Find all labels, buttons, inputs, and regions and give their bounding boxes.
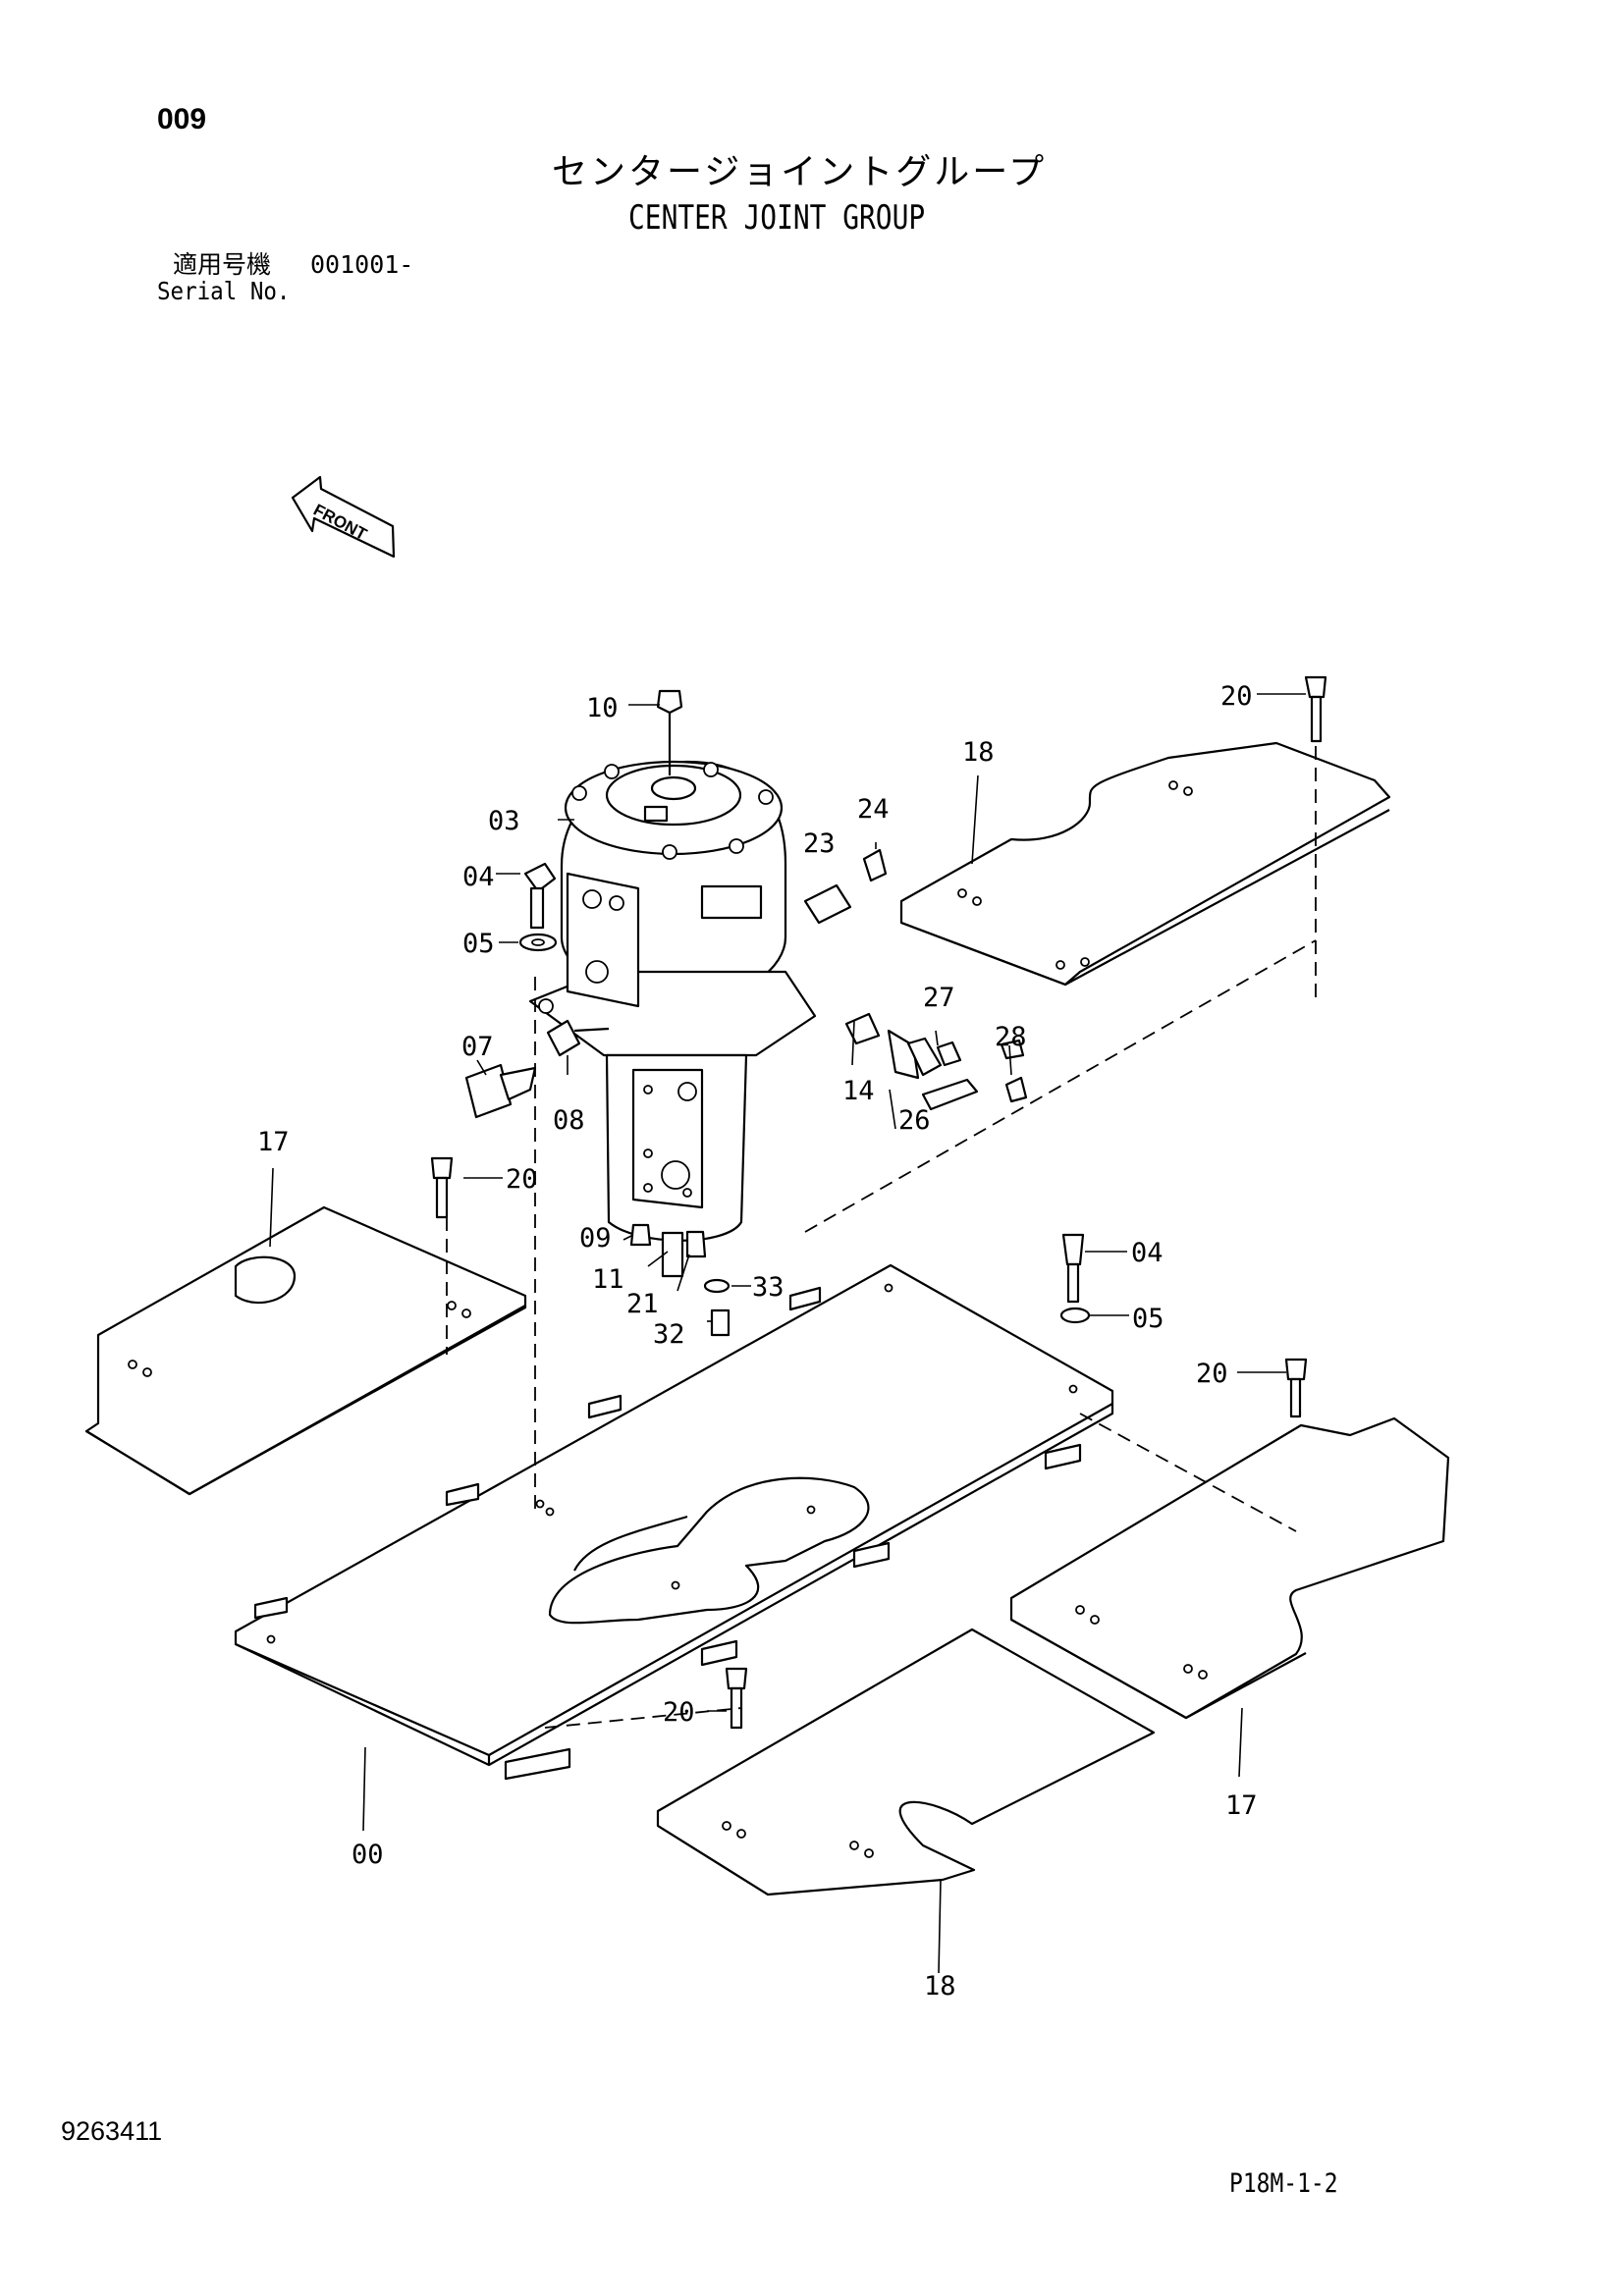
center-joint [528,760,817,1242]
callout-26: 26 [898,1105,931,1136]
callout-24: 24 [857,794,890,825]
serial-label-japanese: 適用号機 [173,250,272,279]
callout-17-left: 17 [257,1127,290,1157]
callout-07: 07 [461,1032,494,1062]
callout-04-right: 04 [1131,1238,1164,1268]
fittings [430,675,1327,1730]
callout-11: 11 [592,1264,624,1295]
callout-27: 27 [923,983,955,1013]
callout-20-upper-right: 20 [1220,681,1253,712]
callout-09: 09 [579,1223,612,1254]
callout-20-right: 20 [1196,1359,1228,1389]
cover-plate-18-upper [899,741,1391,987]
callout-00: 00 [352,1840,384,1870]
callout-32: 32 [653,1319,685,1350]
leader-lines [269,693,1306,1974]
callout-04: 04 [462,862,495,892]
page-number: 009 [157,103,207,135]
callout-10: 10 [586,693,619,723]
cover-plate-17-left [84,1205,527,1496]
callout-28: 28 [995,1022,1027,1052]
callout-numbers: 10 03 04 05 07 08 09 11 21 33 32 14 26 2… [257,681,1258,2002]
front-arrow-icon: FRONT [291,475,396,559]
callout-33: 33 [752,1272,785,1303]
callout-05: 05 [462,929,495,959]
callout-23: 23 [803,828,836,859]
callout-05-right: 05 [1132,1304,1164,1334]
callout-03: 03 [488,806,520,836]
callout-21: 21 [626,1289,659,1319]
serial-range: 001001- [310,250,414,279]
document-id: 9263411 [61,2116,163,2146]
callout-08: 08 [553,1105,585,1136]
callout-20-lower: 20 [663,1697,695,1728]
title-japanese: センタージョイントグループ [552,152,1048,192]
callout-20-left: 20 [506,1164,538,1195]
sheet-reference: P18M-1-2 [1229,2168,1338,2199]
cover-plate-18-lower [656,1628,1156,1896]
base-plate [234,1263,1114,1781]
callout-18-lower: 18 [924,1971,956,2002]
callout-17-right: 17 [1225,1790,1258,1821]
callout-14: 14 [842,1076,875,1106]
callout-18-upper: 18 [962,737,995,768]
cover-plate-17-right [1009,1416,1450,1720]
title-english: CENTER JOINT GROUP [628,198,926,238]
serial-label-english: Serial No. [157,277,291,305]
